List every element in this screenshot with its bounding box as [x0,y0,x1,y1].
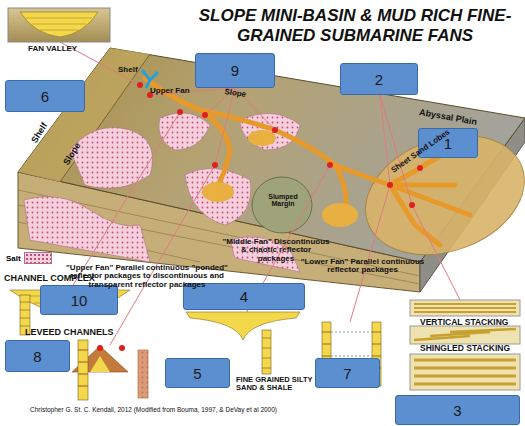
callout-number: 5 [193,365,201,382]
leveed-channels-inset-part [119,345,125,351]
leveed-channels-inset-part [138,350,148,398]
stacking-insets-part [410,300,520,316]
stacking-insets-part [414,360,516,384]
legend-swatch [24,252,52,264]
inset-title: FAN VALLEY [28,45,108,53]
salt-bodies-part [70,128,153,189]
inset-title: FINE GRAINED SILTY SAND & SHALE [236,376,316,392]
credit-note: Christopher G. St. C. Kendall, 2012 (Mod… [30,407,390,414]
feature-name: Slumped Margin [262,193,304,208]
middle-fan-inset-part [262,330,271,374]
salt-bodies [70,113,312,233]
callout-box: 10 [40,285,118,315]
submarine-fan-part [142,70,158,88]
inset-title: CHANNEL COMPLEX [4,274,104,283]
zone-name: Shelf [118,66,158,74]
submarine-fan-part [248,130,276,146]
callout-number: 7 [343,365,351,382]
submarine-fan-part [145,78,470,245]
submarine-fan-part [322,203,358,227]
stacking-insets-part [410,326,520,344]
diagram-title: SLOPE MINI-BASIN & MUD RICH FINE-GRAINED… [190,6,520,45]
callout-box: 5 [165,358,230,388]
middle-fan-inset-part [262,338,271,368]
callout-number: 8 [33,348,41,365]
stacking-insets-part [414,329,516,340]
stacking-insets-part [414,304,516,312]
salt-bodies-part [252,177,312,233]
fan-valley-inset-part [20,12,98,37]
callout-box: 2 [340,63,418,95]
callout-number: 4 [240,288,248,305]
sample-dots-part [409,202,415,208]
callout-box: 9 [195,53,275,88]
sample-dots-part [417,165,423,171]
salt-bodies-part [185,169,251,225]
seismic-note: "Lower Fan" Parallel continuous reflecto… [300,258,425,275]
zone-name: Upper Fan [150,87,210,95]
callout-number: 3 [453,402,461,419]
sample-dots-part [177,109,183,115]
submarine-fan-part [349,114,525,275]
inset-title: SHINGLED STACKING [420,344,520,353]
callout-number: 9 [231,62,239,79]
salt-bodies-part [159,113,210,150]
leveed-channels-inset-part [97,345,103,351]
leveed-channels-inset-part [78,340,88,400]
leveed-channels-inset-part [90,356,110,372]
fan-valley-inset-part [26,18,92,30]
sample-dots-part [387,182,393,188]
stacking-insets-part [410,354,520,390]
callout-number: 10 [71,292,88,309]
callout-number: 6 [41,88,49,105]
lower-fan-inset-part [331,332,372,356]
submarine-fan-part [202,182,234,202]
channel-complex-inset-part [20,302,30,326]
stacking-insets [410,300,520,390]
callout-box: 6 [5,80,85,112]
sample-dots-part [272,127,278,133]
leader-lines-part [380,95,412,205]
inset-title: LEVEED CHANNELS [25,328,135,337]
callout-box: 8 [5,340,70,372]
sample-dots-part [212,162,218,168]
fan-valley-inset [8,8,110,42]
callout-number: 2 [375,71,383,88]
sample-dots-part [327,162,333,168]
leader-lines-part [70,112,460,345]
legend-item: Salt [6,252,52,264]
callout-box: 7 [315,358,380,388]
middle-fan-inset-part [186,312,300,340]
submarine-fan [142,70,525,276]
leveed-channels-inset-part [78,350,88,386]
fan-valley-inset-part [8,8,110,42]
callout-box: 3 [395,395,520,425]
sample-dots-part [202,112,208,118]
legend-text: Salt [6,254,21,263]
sample-dots [137,82,423,208]
leveed-channels-inset [72,340,148,400]
leveed-channels-inset-part [138,350,148,398]
leader-lines-part [150,88,275,165]
leader-lines [60,42,460,345]
sample-dots-part [137,82,143,88]
inset-title: VERTICAL STACKING [420,318,520,327]
salt-bodies-part [240,114,300,150]
